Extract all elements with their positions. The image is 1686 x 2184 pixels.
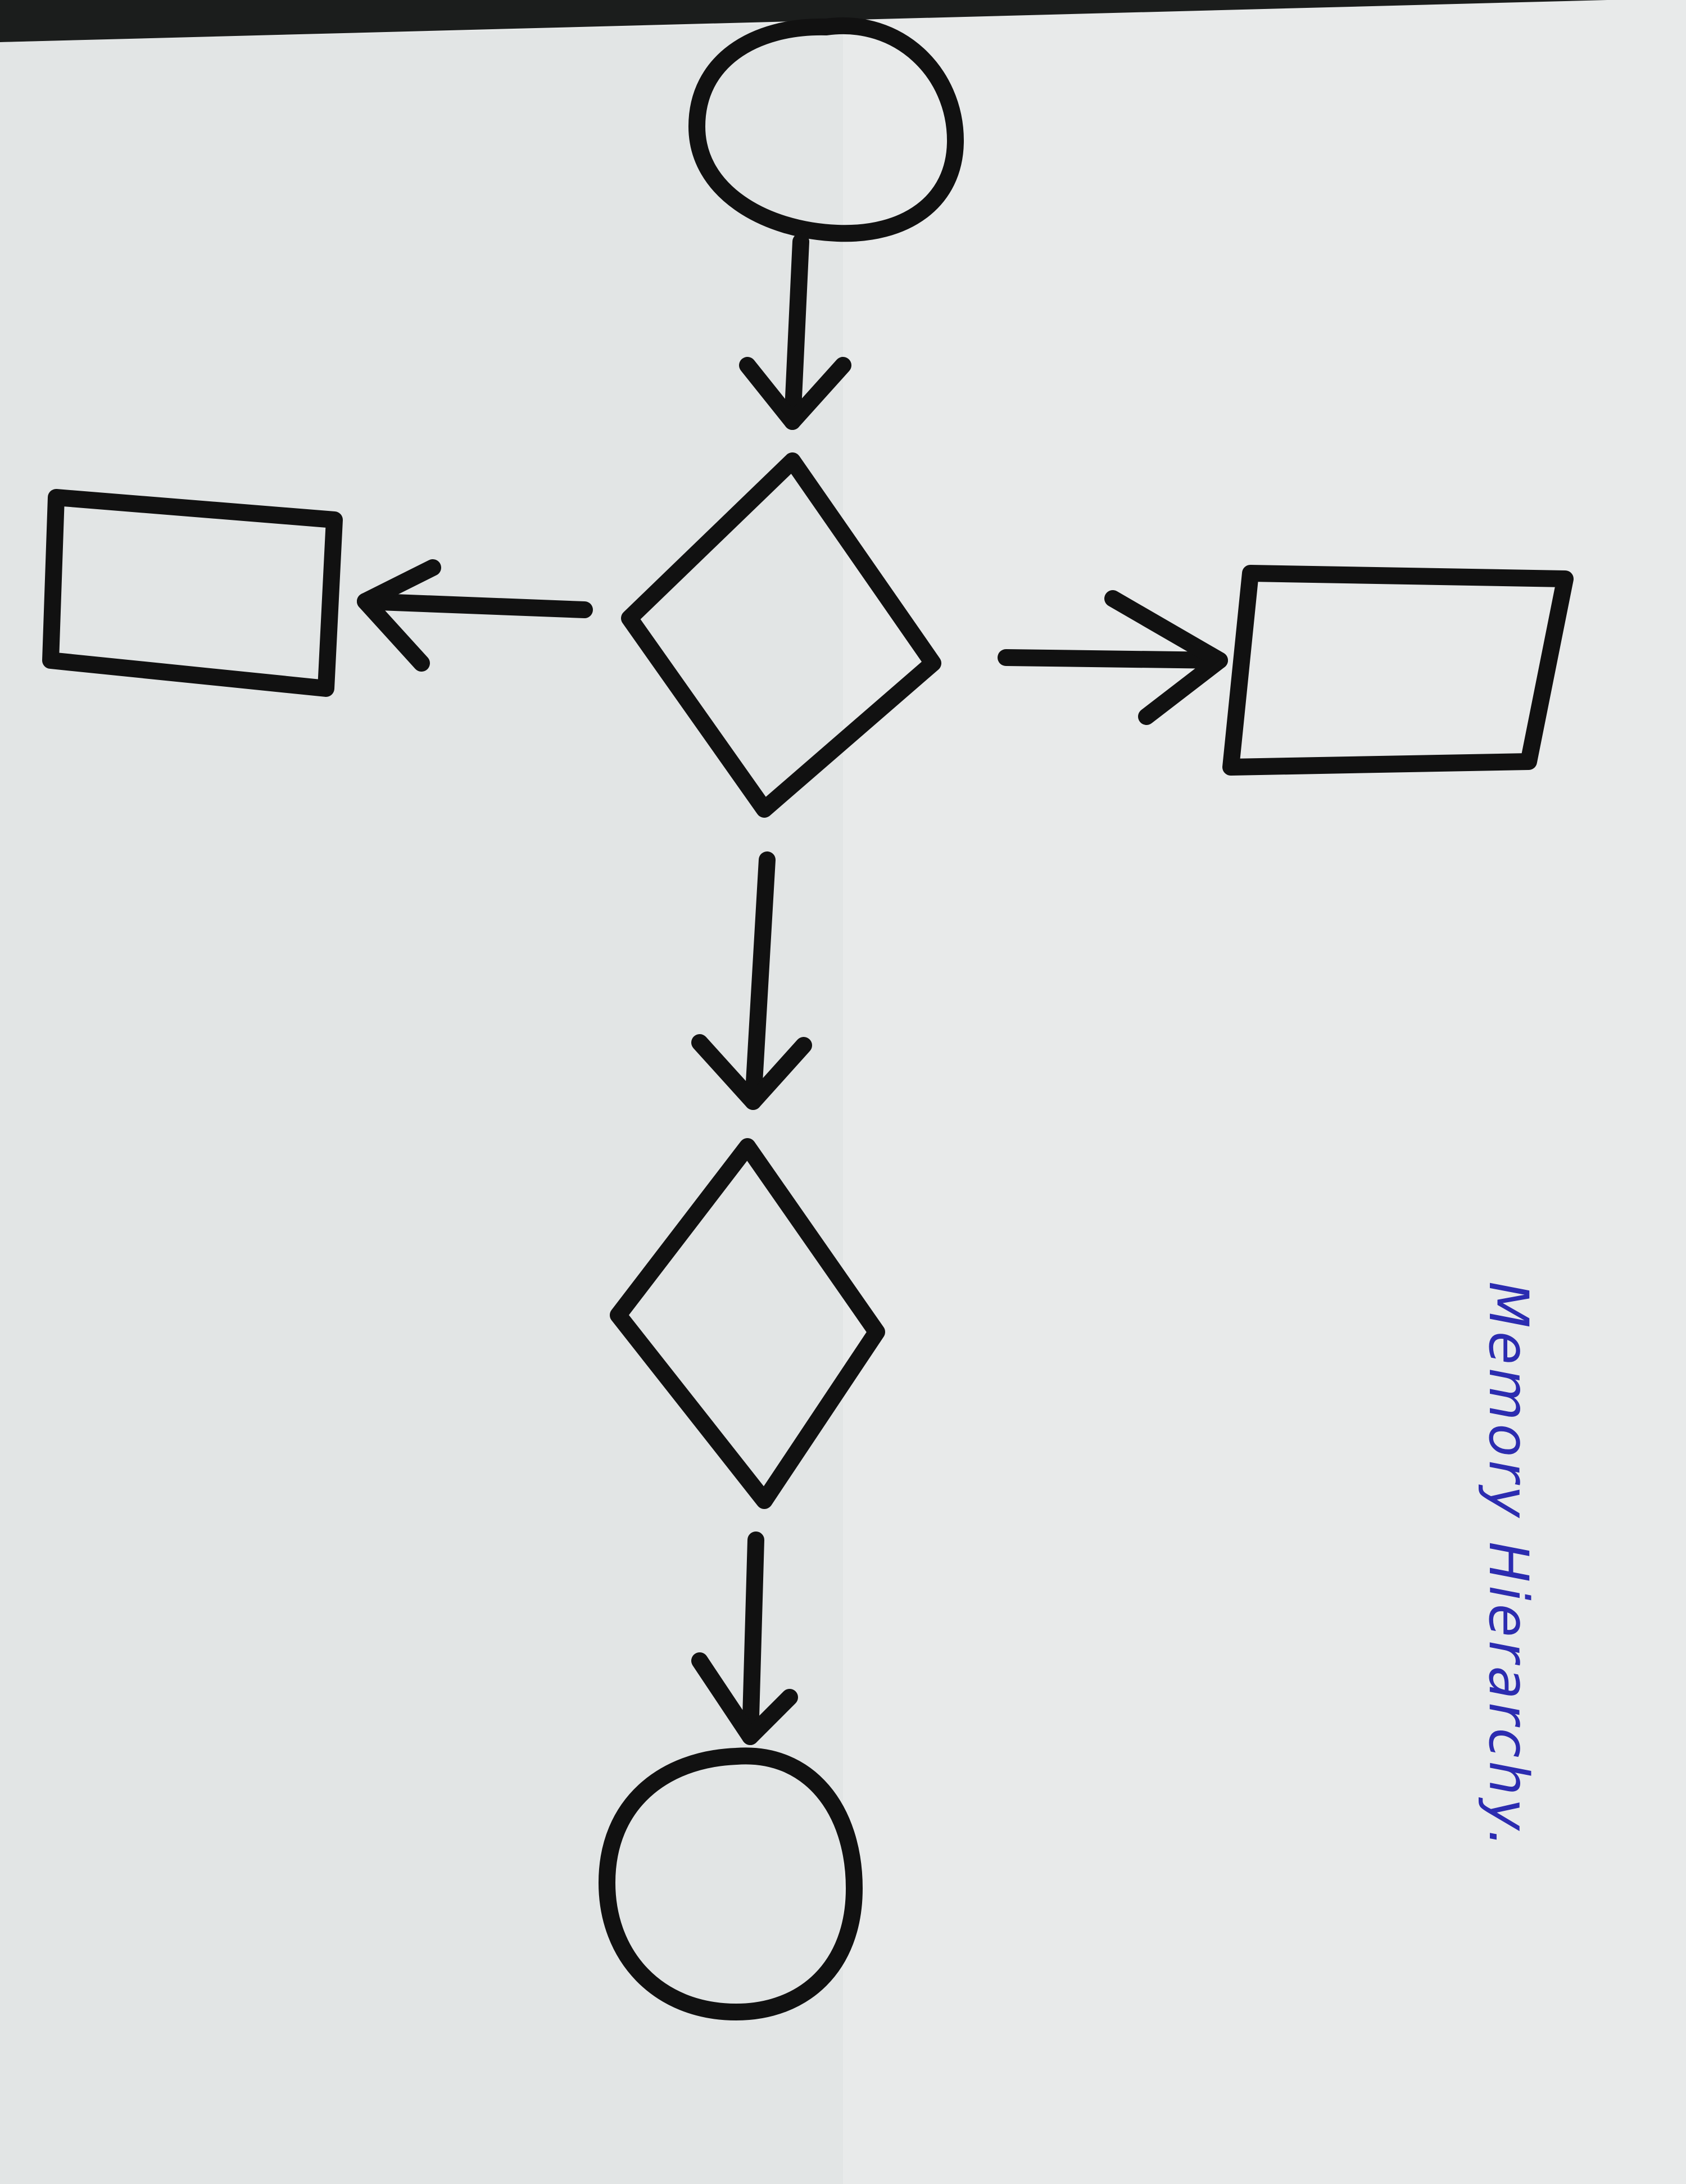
memory-hierarchy-note: Memory Hierarchy. <box>1477 1281 1540 1851</box>
arrow-shaft <box>357 593 593 618</box>
arrow-shaft <box>742 1531 764 1745</box>
arrowhead <box>739 357 851 430</box>
arrow-decision-2-to-end <box>691 1531 798 1745</box>
arrow-decision-1-to-box-left <box>357 559 593 672</box>
end-circle <box>599 1747 863 2020</box>
arrow-shaft <box>745 851 776 1110</box>
arrowhead <box>1104 590 1228 725</box>
decision-1-diamond <box>621 452 941 818</box>
arrowhead <box>691 1034 812 1110</box>
paper-shade <box>0 22 843 2184</box>
arrow-shaft <box>998 649 1228 669</box>
arrowhead <box>357 559 441 672</box>
arrowhead <box>691 1652 798 1745</box>
box-left-rectangle <box>42 489 343 697</box>
arrow-decision-1-to-decision-2 <box>691 851 812 1110</box>
arrow-shaft <box>784 233 809 430</box>
arrow-decision-1-to-box-right <box>998 590 1228 725</box>
decision-2-diamond <box>610 1138 885 1509</box>
arrow-start-to-decision-1 <box>739 233 851 430</box>
box-right-rectangle <box>1222 565 1574 776</box>
start-circle <box>688 17 964 242</box>
